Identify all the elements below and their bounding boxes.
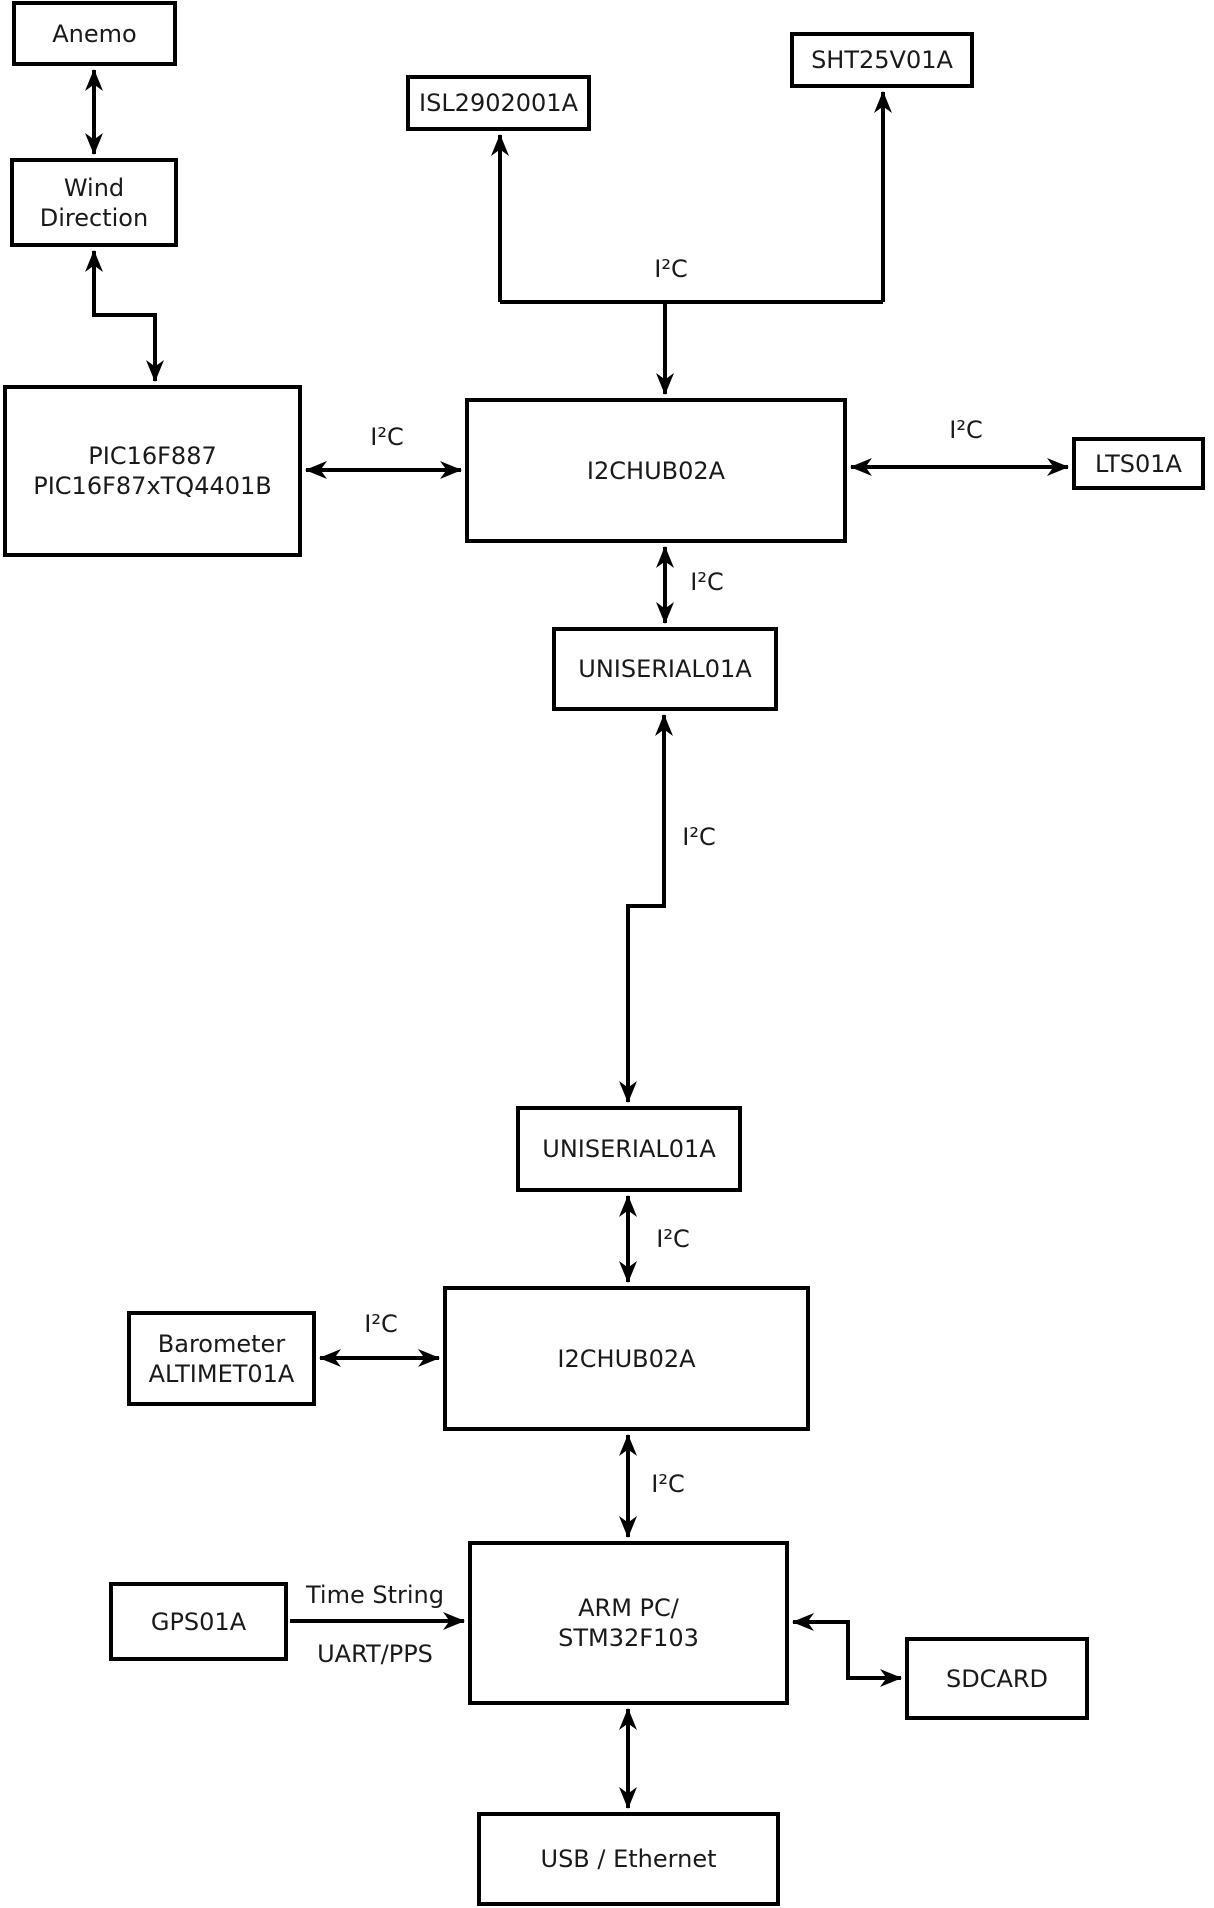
edge-label-i2c-sensor-bus: I²C (654, 255, 688, 283)
edge-label-i2c-uniserial2-hub2: I²C (656, 1225, 690, 1253)
node-arm-pc-stm32f103: ARM PC/ STM32F103 (468, 1541, 789, 1705)
edge-arm-sdcard (792, 1613, 902, 1687)
node-label: I2CHUB02A (586, 456, 726, 485)
node-label: PIC16F887 PIC16F87xTQ4401B (33, 442, 272, 500)
node-i2chub02a-2: I2CHUB02A (443, 1286, 810, 1431)
edge-label-i2c-hub1-uniserial1: I²C (690, 568, 724, 596)
edge-uniserial1-uniserial2 (619, 714, 673, 1103)
node-label: UNISERIAL01A (542, 1135, 716, 1163)
edge-label-i2c-hub1-lts: I²C (949, 416, 983, 444)
node-label: I2CHUB02A (557, 1344, 696, 1373)
node-label: ARM PC/ STM32F103 (558, 1594, 699, 1652)
node-label: Wind Direction (39, 173, 149, 232)
node-anemo: Anemo (12, 1, 177, 66)
node-gps01a: GPS01A (109, 1582, 288, 1661)
edge-label-i2c-barometer-hub2: I²C (364, 1310, 398, 1338)
node-i2chub02a-1: I2CHUB02A (465, 398, 847, 543)
node-isl2902001a: ISL2902001A (406, 75, 591, 131)
node-label: SHT25V01A (811, 46, 953, 74)
node-uniserial01a-2: UNISERIAL01A (516, 1106, 742, 1192)
edge-label-i2c-hub2-arm: I²C (651, 1470, 685, 1498)
edge-label-uart-pps: UART/PPS (317, 1640, 433, 1668)
node-barometer-altimet01a: Barometer ALTIMET01A (127, 1311, 316, 1406)
node-label: GPS01A (150, 1607, 247, 1636)
node-sdcard: SDCARD (905, 1637, 1089, 1720)
node-label: ISL2902001A (419, 89, 578, 117)
edge-label-i2c-uniserial1-uniserial2: I²C (682, 823, 716, 851)
node-label: Barometer ALTIMET01A (148, 1329, 295, 1388)
node-label: UNISERIAL01A (578, 655, 752, 683)
node-label: SDCARD (945, 1664, 1049, 1693)
node-pic16f887: PIC16F887 PIC16F87xTQ4401B (3, 385, 302, 557)
edge-winddirection-pic (85, 250, 164, 382)
node-label: LTS01A (1095, 449, 1182, 478)
node-label: USB / Ethernet (540, 1845, 717, 1873)
node-usb-ethernet: USB / Ethernet (477, 1812, 780, 1906)
edge-label-time-string: Time String (306, 1581, 444, 1609)
node-lts01a: LTS01A (1072, 437, 1205, 490)
node-sht25v01a: SHT25V01A (790, 32, 974, 88)
node-uniserial01a-1: UNISERIAL01A (552, 627, 778, 711)
node-wind-direction: Wind Direction (10, 158, 178, 247)
node-label: Anemo (52, 19, 137, 48)
edge-label-i2c-pic-hub1: I²C (370, 423, 404, 451)
